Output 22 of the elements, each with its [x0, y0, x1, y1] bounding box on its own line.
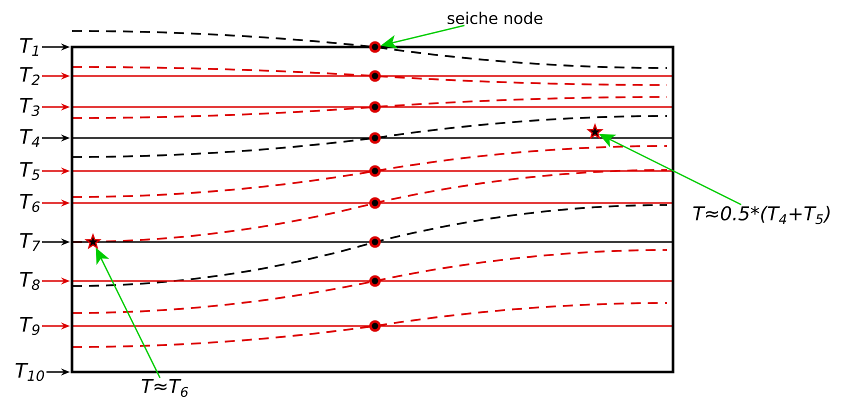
seiche-node-marker: [369, 70, 381, 82]
seiche-node-marker: [369, 132, 381, 144]
temperature-label: T$_{4}$: [20, 129, 40, 147]
temperature-label: T$_{1}$: [20, 38, 38, 56]
seiche-node-marker: [369, 101, 381, 113]
temperature-label: T$_{9}$: [20, 317, 40, 336]
temperature-label: T$_{5}$: [20, 162, 40, 180]
seiche-node-marker: [369, 197, 381, 209]
callout-text: T≈T$_{6}$: [142, 379, 188, 397]
seiche-node-marker: [369, 275, 381, 287]
temperature-label: T$_{2}$: [20, 67, 40, 85]
callout-text: T≈0.5*(T$_{4}$+T$_{5}$): [693, 206, 830, 224]
seiche-node-marker: [369, 41, 381, 53]
temperature-label: T$_{10}$: [16, 363, 44, 382]
temperature-label: T$_{8}$: [20, 272, 40, 290]
callout-text: seiche node: [448, 12, 542, 24]
seiche-node-marker: [369, 165, 381, 177]
temperature-label: T$_{6}$: [20, 194, 40, 212]
seiche-node-marker: [369, 236, 381, 248]
seiche-node-marker: [369, 320, 381, 332]
temperature-label: T$_{3}$: [20, 98, 40, 116]
temperature-label: T$_{7}$: [20, 233, 40, 251]
